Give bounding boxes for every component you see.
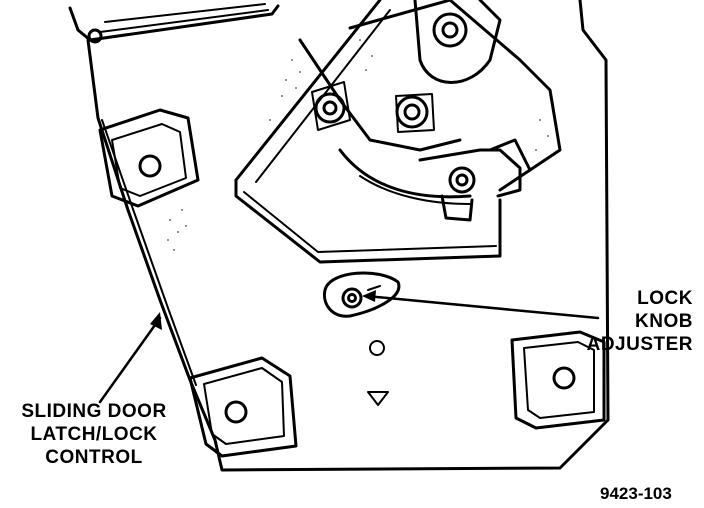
label-line: LOCK [637,288,693,309]
lock-knob-leader [364,294,600,320]
sliding-door-latch-lock-control-label: SLIDING DOOR LATCH/LOCK CONTROL [8,400,180,469]
lock-knob-adjuster-label: LOCK KNOB ADJUSTER [578,287,693,356]
upper-left-tab [98,108,200,208]
lower-right-tab [510,330,606,430]
label-line: LATCH/LOCK [30,424,158,445]
figure-number: 9423-103 [600,484,672,503]
lower-left-hole [224,400,248,424]
lock-knob-arrowhead [362,290,376,302]
label-line: KNOB [635,311,693,332]
label-line: ADJUSTER [586,334,693,355]
index-triangle [367,391,389,406]
label-line: SLIDING DOOR [21,401,167,422]
sliding-door-arrowhead [150,312,162,330]
sliding-door-leader [98,316,162,404]
upper-left-hole [138,154,162,178]
lower-left-tab [188,356,298,458]
lower-right-hole [552,366,576,390]
latch-housing [234,0,502,264]
label-line: CONTROL [45,447,143,468]
index-circle [369,340,385,356]
